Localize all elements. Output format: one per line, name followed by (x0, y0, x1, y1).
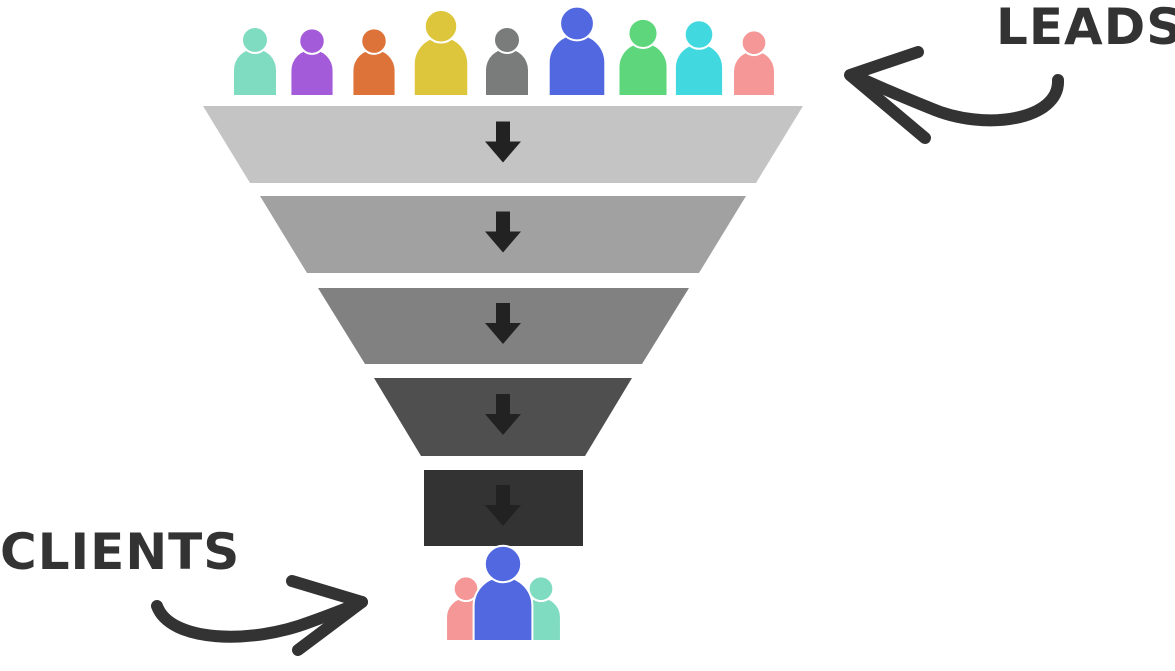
funnel-stage-1 (203, 106, 803, 183)
pink-person-icon (734, 29, 774, 95)
down-arrow-icon (485, 485, 521, 526)
funnel (203, 106, 803, 546)
gray-person-icon (486, 26, 528, 95)
down-arrow-icon (485, 121, 521, 163)
clients-pointer-arrow (151, 575, 368, 656)
purple-person-icon (291, 27, 333, 95)
down-arrow-icon (485, 211, 521, 253)
green-person-icon (619, 17, 667, 95)
leads-pointer-arrow (844, 46, 1064, 144)
leads-people-group (234, 5, 774, 95)
funnel-stage-5 (424, 470, 583, 546)
down-arrow-icon (485, 303, 521, 344)
funnel-stage-4 (374, 378, 632, 456)
clients-people-group (445, 544, 562, 642)
leads-label: LEADS (996, 0, 1175, 56)
cyan-person-icon (675, 19, 723, 95)
down-arrow-icon (485, 394, 521, 435)
clients-label: CLIENTS (0, 523, 241, 581)
funnel-stage-2 (260, 196, 746, 273)
mint-person-icon (234, 26, 276, 95)
orange-person-icon (353, 27, 395, 95)
funnel-stage-3 (318, 288, 689, 364)
blue-person-icon (549, 5, 605, 95)
blue-client-icon (472, 544, 534, 642)
yellow-person-icon (414, 9, 468, 95)
